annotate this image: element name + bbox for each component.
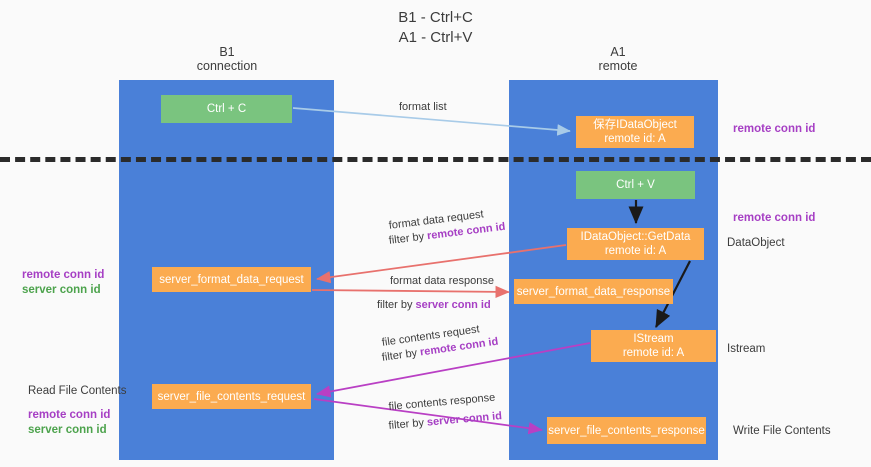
edge-label-format-list-text: format list xyxy=(399,101,447,113)
annotation-write-file-contents-text: Write File Contents xyxy=(733,425,831,437)
annotation-left-server-conn-id: server conn id xyxy=(22,284,101,296)
arrow-format-data-response xyxy=(311,285,510,298)
section-divider xyxy=(0,157,871,162)
title-line-1: B1 - Ctrl+C xyxy=(398,9,473,26)
edge-label-fdr-filter-prefix: filter by xyxy=(388,230,428,247)
node-save-idataobject-title: 保存IDataObject xyxy=(593,119,677,131)
annotation-dataobject: DataObject xyxy=(727,236,785,251)
edge-label-fcresp-filter-key: server conn id xyxy=(426,410,503,429)
edge-label-file-contents-response-text: file contents response xyxy=(388,391,496,413)
annotation-read-file-contents-text: Read File Contents xyxy=(28,385,127,397)
node-server-format-data-response[interactable]: server_format_data_response xyxy=(514,279,673,304)
annotation-istream: Istream xyxy=(727,342,765,357)
lane-header-a1-line1: A1 xyxy=(610,45,626,59)
node-server-file-contents-request-label: server_file_contents_request xyxy=(157,390,306,403)
node-idataobject-getdata-title: IDataObject::GetData xyxy=(580,231,691,243)
node-idataobject-getdata[interactable]: IDataObject::GetData remote id: A xyxy=(567,228,704,260)
node-save-idataobject-subtitle: remote id: A xyxy=(604,133,666,145)
node-server-format-data-request-label: server_format_data_request xyxy=(159,273,304,286)
annotation-read-remote-conn-id: remote conn id xyxy=(28,409,111,421)
annotation-remote-conn-id-mid-text: remote conn id xyxy=(733,212,816,224)
edge-label-fcr-filter-prefix: filter by xyxy=(381,346,421,364)
node-istream-title: IStream xyxy=(633,333,674,345)
annotation-left-remote-conn-id: remote conn id xyxy=(22,269,105,281)
edge-label-fdresp-filter-key: server conn id xyxy=(415,299,491,311)
lane-header-b1-line2: connection xyxy=(196,59,258,73)
lane-header-a1-line2: remote xyxy=(598,59,638,73)
title-line-2: A1 - Ctrl+V xyxy=(398,29,473,46)
node-ctrl-c[interactable]: Ctrl + C xyxy=(161,95,292,123)
edge-label-format-data-response: format data response xyxy=(390,274,494,289)
node-ctrl-c-label: Ctrl + C xyxy=(206,103,247,115)
lane-header-b1-line1: B1 xyxy=(219,45,235,59)
edge-label-format-list: format list xyxy=(399,100,447,115)
node-server-format-data-request[interactable]: server_format_data_request xyxy=(152,267,311,292)
edge-label-fcresp-filter-prefix: filter by xyxy=(388,416,428,432)
node-istream[interactable]: IStream remote id: A xyxy=(591,330,716,362)
lane-header-b1: B1 connection xyxy=(117,45,337,73)
annotation-left-conn-ids: remote conn id server conn id xyxy=(22,268,104,298)
node-ctrl-v-label: Ctrl + V xyxy=(616,179,655,191)
annotation-remote-conn-id-mid: remote conn id xyxy=(733,211,815,226)
node-server-format-data-response-label: server_format_data_response xyxy=(516,285,671,298)
annotation-write-file-contents: Write File Contents xyxy=(733,424,831,439)
edge-label-fdresp-filter-prefix: filter by xyxy=(377,299,416,311)
node-istream-subtitle: remote id: A xyxy=(622,347,685,359)
edge-label-format-data-response-text: format data response xyxy=(390,275,494,287)
page-title: B1 - Ctrl+C A1 - Ctrl+V xyxy=(0,8,871,48)
node-idataobject-getdata-subtitle: remote id: A xyxy=(604,245,667,257)
edge-label-format-data-response-filter: filter by server conn id xyxy=(377,298,491,313)
node-save-idataobject[interactable]: 保存IDataObject remote id: A xyxy=(576,116,694,148)
annotation-read-file-contents: Read File Contents remote conn id server… xyxy=(28,384,126,438)
node-server-file-contents-request[interactable]: server_file_contents_request xyxy=(152,384,311,409)
node-server-file-contents-response[interactable]: server_file_contents_response xyxy=(547,417,706,444)
node-server-file-contents-response-label: server_file_contents_response xyxy=(548,424,705,437)
lane-header-a1: A1 remote xyxy=(508,45,728,73)
annotation-remote-conn-id-top-text: remote conn id xyxy=(733,123,816,135)
annotation-remote-conn-id-top: remote conn id xyxy=(733,122,815,137)
annotation-istream-text: Istream xyxy=(727,343,766,355)
node-ctrl-v[interactable]: Ctrl + V xyxy=(576,171,695,199)
annotation-read-server-conn-id: server conn id xyxy=(28,424,107,436)
annotation-dataobject-text: DataObject xyxy=(727,237,785,249)
